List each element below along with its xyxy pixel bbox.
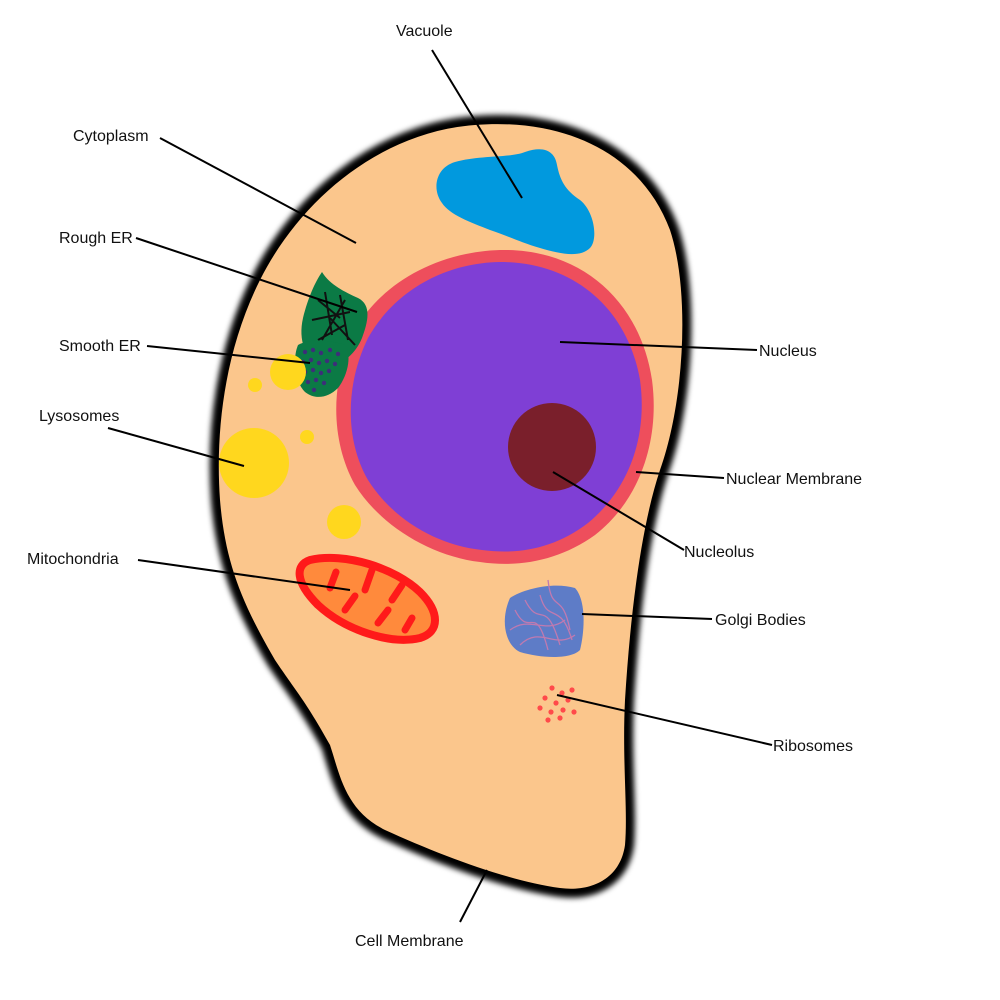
nucleus-group <box>336 249 654 564</box>
leader-cytoplasm <box>159 137 357 244</box>
label-nuclear-membrane: Nuclear Membrane <box>726 471 862 488</box>
nucleus <box>350 262 642 552</box>
smooth-er <box>294 340 349 397</box>
mitochondria-cristae <box>326 566 416 634</box>
lysosome <box>248 378 262 392</box>
lysosome <box>270 354 306 390</box>
golgi-strands <box>509 579 576 651</box>
label-rough-er: Rough ER <box>59 230 133 247</box>
leader-cell-membrane <box>459 869 488 923</box>
mitochondria <box>295 553 439 644</box>
ribosomes <box>537 685 577 723</box>
lysosomes <box>219 354 361 539</box>
lysosome <box>327 505 361 539</box>
leader-mitochondria <box>137 559 351 591</box>
label-ribosomes: Ribosomes <box>773 738 853 755</box>
vacuole <box>436 149 595 255</box>
lysosome <box>300 430 314 444</box>
labels: Vacuole Cytoplasm Rough ER Smooth ER Lys… <box>27 23 862 950</box>
label-nucleolus: Nucleolus <box>684 544 754 561</box>
label-lysosomes: Lysosomes <box>39 408 119 425</box>
leader-nuclear-membrane <box>635 471 725 479</box>
label-mitochondria: Mitochondria <box>27 551 119 568</box>
label-golgi-bodies: Golgi Bodies <box>715 612 806 629</box>
leader-golgi-bodies <box>581 613 713 620</box>
smooth-er-dots <box>300 347 341 393</box>
label-nucleus: Nucleus <box>759 343 817 360</box>
leader-nucleolus <box>552 471 685 551</box>
leader-rough-er <box>135 237 358 313</box>
label-smooth-er: Smooth ER <box>59 338 141 355</box>
label-cytoplasm: Cytoplasm <box>73 128 149 145</box>
leader-smooth-er <box>146 345 311 364</box>
leader-nucleus <box>559 341 758 351</box>
leader-lysosomes <box>107 427 245 467</box>
leader-vacuole <box>431 49 523 199</box>
lysosome <box>219 428 289 498</box>
label-cell-membrane: Cell Membrane <box>355 933 464 950</box>
leader-lines <box>107 49 773 923</box>
label-vacuole: Vacuole <box>396 23 453 40</box>
leader-ribosomes <box>556 694 773 746</box>
nucleolus <box>508 403 596 491</box>
golgi-bodies <box>504 579 584 657</box>
